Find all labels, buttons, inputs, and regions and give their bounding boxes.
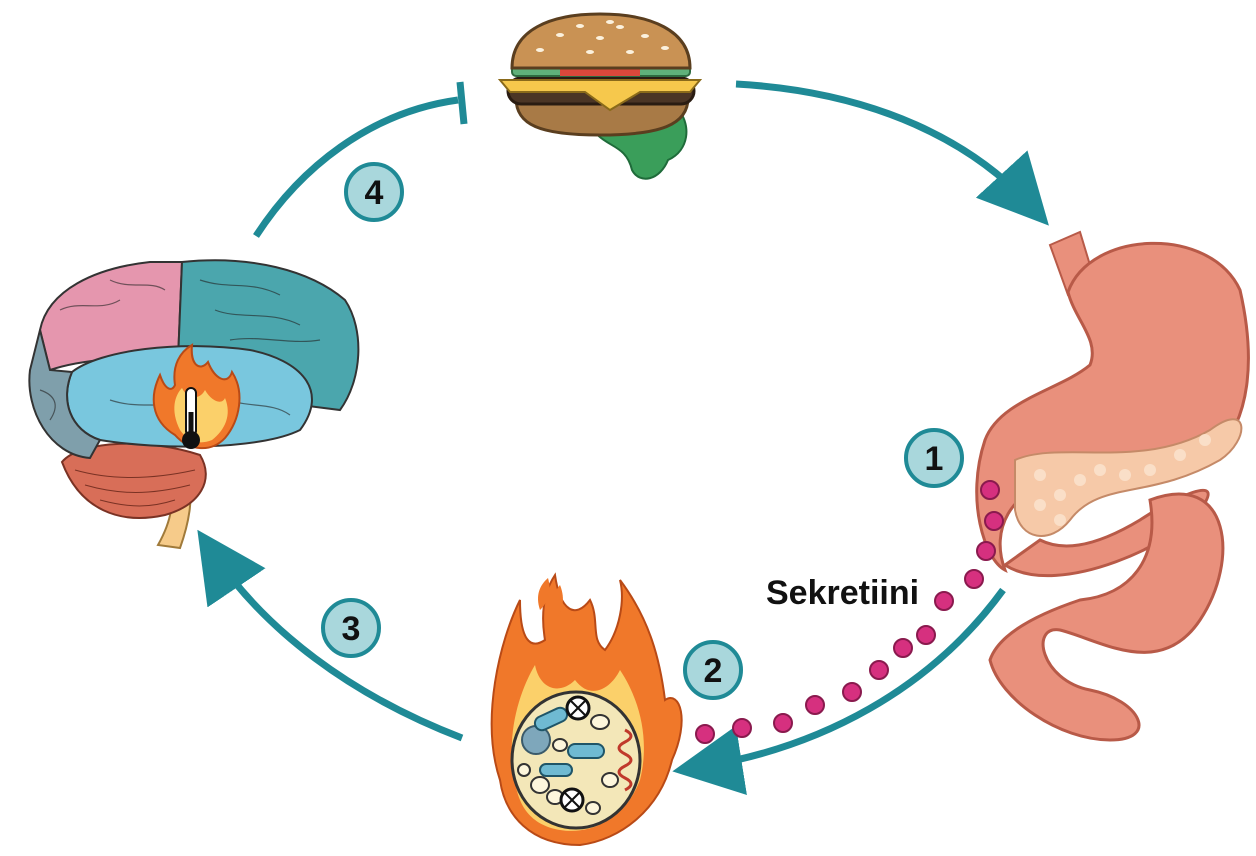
inhibition-bar [456,81,468,125]
svg-text:3: 3 [342,610,361,648]
brain-icon [28,259,360,550]
inhibition-brain-to-food [253,96,459,238]
svg-text:4: 4 [365,174,384,212]
hamburger-icon [497,12,703,180]
hormone-label: Sekretiini [766,574,919,612]
svg-text:1: 1 [925,440,944,478]
thermometer-icon [182,387,200,449]
step-badge-2: 2 [683,640,743,700]
arrow-stomach-to-fat-cell [672,587,1006,795]
stomach-icon [975,230,1250,742]
secretin-molecules [646,480,1004,769]
svg-text:2: 2 [704,652,723,690]
arrow-fat-cell-to-brain [197,529,464,742]
brown-fat-cell-icon [490,572,683,847]
step-badge-4: 4 [344,162,404,222]
step-badge-3: 3 [321,598,381,658]
step-badge-1: 1 [904,428,964,488]
arrow-food-to-stomach [735,80,1049,226]
cycle-arrows [197,80,1049,795]
